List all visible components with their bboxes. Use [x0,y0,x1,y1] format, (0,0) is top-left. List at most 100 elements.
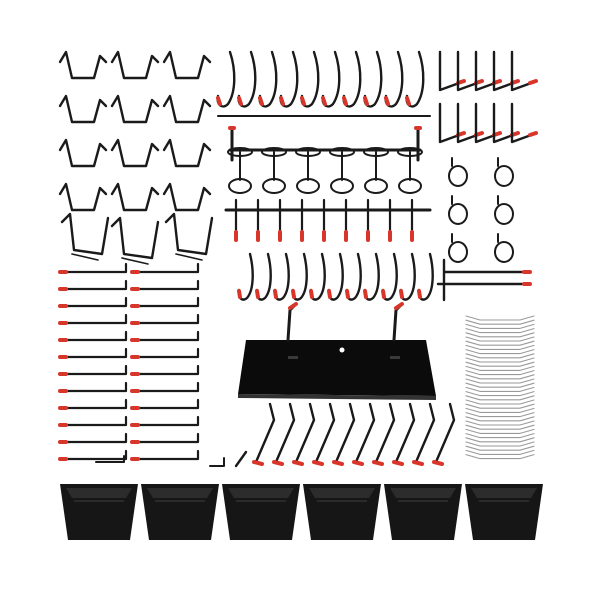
galvanized-clip [465,328,535,334]
storage-bin-highlight [155,500,205,502]
galvanized-clip [465,374,535,380]
loop-hook-ring [448,241,468,263]
galvanized-clip [465,370,535,376]
double-hook-frame [442,258,530,302]
l-hook [438,102,464,144]
zigzag-hook [58,138,108,168]
storage-bin-highlight [398,500,448,502]
j-hooks-row-mid-group [237,252,434,301]
straight-hook [60,313,128,325]
storage-bin-highlight [74,500,124,502]
l-hook [474,50,500,92]
l-hook-bottom-tip [272,460,284,466]
galvanized-clip [465,336,535,342]
loop-hook-ring [494,203,514,225]
straight-hook [132,279,200,291]
shelf-slot [390,356,400,359]
straight-hook [60,364,128,376]
wide-zigzag-hook [164,212,214,256]
ring-loop [262,178,286,194]
straight-hook [60,398,128,410]
l-hook-bottom [314,402,336,464]
l-hook-bottom-tip [332,460,344,466]
shelf-edge [238,394,436,400]
l-hook-bottom [274,402,296,464]
galvanized-clip [465,407,535,413]
j-hook-tip [345,289,350,299]
shelf-hole [339,347,345,353]
wide-zigzag-hook-base [121,257,149,265]
galvanized-clip [465,391,535,397]
j-hook-tip [342,96,348,106]
l-hook-bottom-tip [292,460,304,466]
l-hook-bottom-tip [372,460,384,466]
storage-bin-highlight [317,500,367,502]
l-hook [492,50,518,92]
ring-loop [364,178,388,194]
l-hooks-right-top-group [438,50,538,144]
l-hook-bottom [434,402,456,464]
loop-hooks-right-group [448,157,514,263]
straight-hooks-ends [95,455,225,467]
wide-zigzag-hook [110,216,160,260]
storage-bin-rim [147,488,213,498]
galvanized-clip [465,386,535,392]
shelf-arm-tip [288,302,298,310]
double-hook-right-group [436,258,532,302]
straight-hook [60,432,128,444]
ring-loop [296,178,320,194]
zigzag-hooks-group [58,50,212,212]
j-hook-tip [363,96,369,106]
shelf-bracket-group [238,302,436,400]
j-hooks-row-top-group [216,50,431,117]
galvanized-clip [465,420,535,426]
storage-bin-rim [228,488,294,498]
l-hook-bottom [294,402,316,464]
galvanized-clip [465,437,535,443]
galvanized-clip [465,445,535,451]
galvanized-clip [465,441,535,447]
straight-hook [60,381,128,393]
galvanized-clip [465,315,535,321]
galvanized-clip [465,353,535,359]
shelf-arm-tip [394,302,404,310]
wide-zigzag-hook-base [71,253,99,261]
storage-bin-rim [309,488,375,498]
l-hook-tip [528,79,538,85]
zigzag-hook [110,138,160,168]
l-hook-bottom [254,402,276,464]
galvanized-clip [465,399,535,405]
galvanized-clip [465,344,535,350]
j-hook-tip [237,96,243,106]
j-hook-tip [258,96,264,106]
l-hook-bottom-tip [252,460,264,466]
straight-hook [60,449,128,461]
straight-hook [60,347,128,359]
zigzag-hook [162,182,212,212]
straight-hook [132,364,200,376]
l-hook [456,102,482,144]
j-hook-tip [381,289,386,299]
galvanized-clips-group [465,315,535,460]
loop-hook-ring [448,165,468,187]
l-hook-bottom [334,402,356,464]
galvanized-clip [465,403,535,409]
l-hook-bottom-tip [312,460,324,466]
zigzag-hook [110,182,160,212]
straight-hooks-left-group [58,262,225,467]
galvanized-clip [465,433,535,439]
galvanized-clip [465,412,535,418]
j-hook-tip [237,289,242,299]
galvanized-clip [465,454,535,460]
j-hook-tip [309,289,314,299]
zigzag-hook [58,50,108,80]
l-hook-bottom [414,402,436,464]
galvanized-clip [465,332,535,338]
l-hook [510,50,536,92]
zigzag-hook [110,94,160,124]
loop-hook-ring [494,165,514,187]
j-hook-tip [291,289,296,299]
ring-loop [228,178,252,194]
l-hook-bottom [374,402,396,464]
